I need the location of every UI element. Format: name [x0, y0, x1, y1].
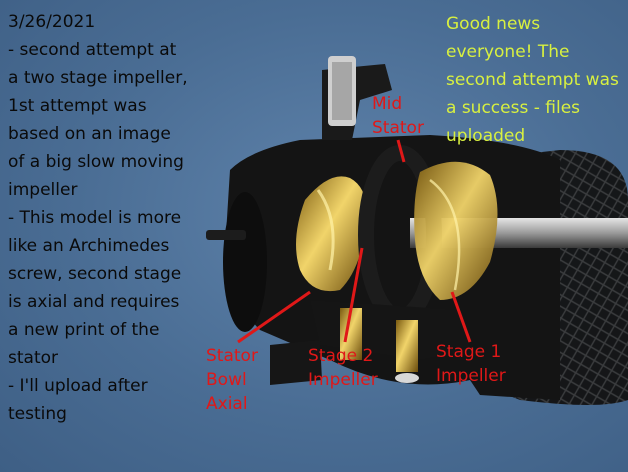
label-stage2-impeller: Stage 2 Impeller: [308, 346, 378, 390]
note-line: - This model is more: [8, 208, 182, 228]
note-line: impeller: [8, 180, 78, 200]
note-line: 3/26/2021: [8, 12, 96, 32]
update-note: Good news everyone! The second attempt w…: [446, 14, 619, 146]
note-line: - I'll upload after: [8, 376, 148, 396]
side-pin: [206, 230, 246, 240]
note-line: a new print of the: [8, 320, 160, 340]
stage2-pointer: [343, 247, 364, 343]
left-foot: [270, 340, 322, 385]
label-stage1-impeller: Stage 1 Impeller: [436, 342, 506, 386]
note-line: of a big slow moving: [8, 152, 184, 172]
front-nozzle: [223, 192, 267, 332]
stator-bowl-pointer: [237, 290, 311, 344]
label-stator-bowl: Stator Bowl Axial: [206, 346, 258, 414]
stage1-pointer: [450, 291, 472, 343]
note-line: testing: [8, 404, 67, 424]
note-line: based on an image: [8, 124, 171, 144]
note-line: stator: [8, 348, 58, 368]
note-line: is axial and requires: [8, 292, 180, 312]
bottom-bolt-left: [340, 308, 362, 360]
note-line: a two stage impeller,: [8, 68, 188, 88]
mid-stator-pointer: [396, 139, 406, 163]
note-line: screw, second stage: [8, 264, 182, 284]
bottom-bolt-right: [396, 320, 418, 372]
note-line: like an Archimedes: [8, 236, 170, 256]
label-mid-stator: Mid Stator: [372, 94, 424, 138]
note-line: - second attempt at: [8, 40, 177, 60]
stage1-impeller: [414, 161, 498, 300]
note-line: 1st attempt was: [8, 96, 147, 116]
build-notes: 3/26/2021 - second attempt at a two stag…: [8, 8, 220, 428]
stage2-impeller: [296, 176, 367, 292]
